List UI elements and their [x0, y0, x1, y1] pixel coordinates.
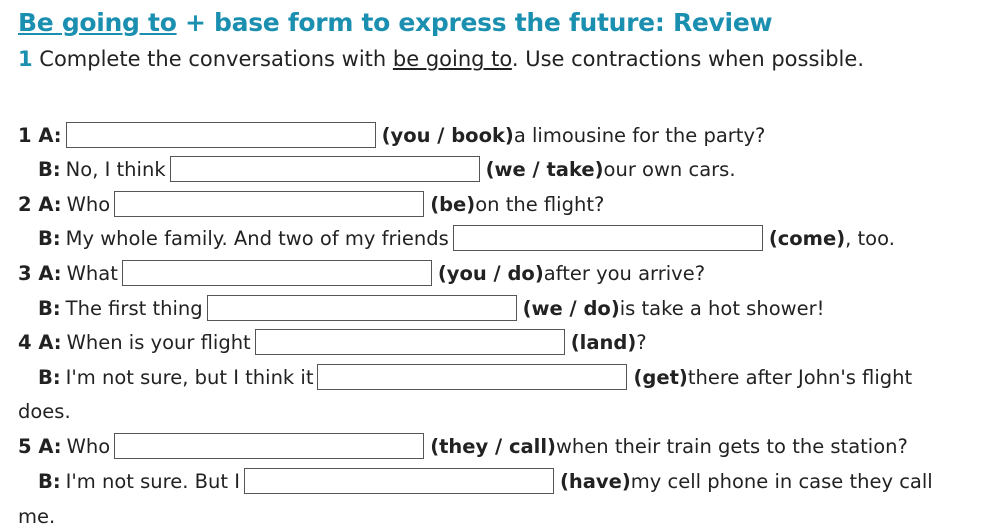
answer-blank-3b[interactable]	[206, 295, 517, 321]
instruction-text-1: Complete the conversations with	[32, 47, 393, 71]
line-text: ?	[636, 330, 647, 354]
answer-blank-4a[interactable]	[254, 329, 565, 355]
cue: (be)	[430, 192, 476, 216]
answer-blank-5a[interactable]	[114, 433, 425, 459]
line-3b: B: The first thing (we / do) is take a h…	[38, 294, 824, 322]
speaker-label: 2 A:	[18, 192, 62, 216]
cue: (you / do)	[437, 261, 544, 285]
answer-blank-3a[interactable]	[121, 260, 432, 286]
instruction: 1 Complete the conversations with be goi…	[18, 47, 864, 71]
line-text: there after John's flight	[687, 365, 913, 389]
line-text: The first thing	[65, 296, 203, 320]
speaker-label: B:	[38, 469, 61, 493]
speaker-label: 4 A:	[18, 330, 62, 354]
speaker-label: 1 A:	[18, 123, 62, 147]
speaker-label: B:	[38, 157, 61, 181]
title-underlined: Be going to	[18, 8, 177, 37]
line-5b: B: I'm not sure. But I (have) my cell ph…	[38, 467, 933, 495]
cue: (get)	[633, 365, 688, 389]
line-text: on the flight?	[475, 192, 605, 216]
line-continuation: does.	[18, 400, 71, 423]
line-4b: B: I'm not sure, but I think it (get) th…	[38, 363, 912, 391]
line-1b: B: No, I think (we / take) our own cars.	[38, 155, 736, 183]
exercise-number: 1	[18, 47, 33, 71]
speaker-label: 5 A:	[18, 434, 62, 458]
line-text: a limousine for the party?	[513, 123, 766, 147]
line-3a: 3 A: What (you / do) after you arrive?	[18, 259, 705, 287]
line-5a: 5 A: Who (they / call) when their train …	[18, 432, 908, 460]
cue: (we / do)	[522, 296, 620, 320]
line-text: What	[66, 261, 118, 285]
line-text: Who	[66, 434, 111, 458]
cue: (we / take)	[485, 157, 604, 181]
instruction-text-2: . Use contractions when possible.	[511, 47, 864, 71]
line-text: My whole family. And two of my friends	[65, 226, 449, 250]
answer-blank-4b[interactable]	[317, 364, 628, 390]
line-text: after you arrive?	[543, 261, 706, 285]
line-text: our own cars.	[603, 157, 736, 181]
cue: (come)	[768, 226, 846, 250]
answer-blank-1b[interactable]	[169, 156, 480, 182]
line-text: I'm not sure. But I	[65, 469, 240, 493]
line-text: When is your flight	[66, 330, 251, 354]
instruction-underlined: be going to	[392, 47, 512, 71]
line-2a: 2 A: Who (be) on the flight?	[18, 190, 604, 218]
line-text: my cell phone in case they call	[630, 469, 933, 493]
line-continuation: me.	[18, 505, 56, 528]
line-text: No, I think	[65, 157, 166, 181]
title-rest: + base form to express the future: Revie…	[176, 8, 773, 37]
answer-blank-2b[interactable]	[452, 225, 763, 251]
speaker-label: B:	[38, 226, 61, 250]
speaker-label: B:	[38, 296, 61, 320]
cue: (have)	[559, 469, 631, 493]
page-title: Be going to + base form to express the f…	[18, 8, 773, 37]
line-text: Who	[66, 192, 111, 216]
cue: (they / call)	[430, 434, 556, 458]
line-4a: 4 A: When is your flight (land)?	[18, 328, 647, 356]
speaker-label: B:	[38, 365, 61, 389]
answer-blank-2a[interactable]	[114, 191, 425, 217]
answer-blank-1a[interactable]	[65, 122, 376, 148]
line-text: , too.	[845, 226, 895, 250]
cue: (land)	[570, 330, 637, 354]
cue: (you / book)	[381, 123, 514, 147]
answer-blank-5b[interactable]	[243, 468, 554, 494]
line-text: I'm not sure, but I think it	[65, 365, 314, 389]
speaker-label: 3 A:	[18, 261, 62, 285]
line-2b: B: My whole family. And two of my friend…	[38, 224, 895, 252]
line-text: is take a hot shower!	[619, 296, 825, 320]
line-text: when their train gets to the station?	[555, 434, 908, 458]
line-1a: 1 A: (you / book) a limousine for the pa…	[18, 121, 765, 149]
